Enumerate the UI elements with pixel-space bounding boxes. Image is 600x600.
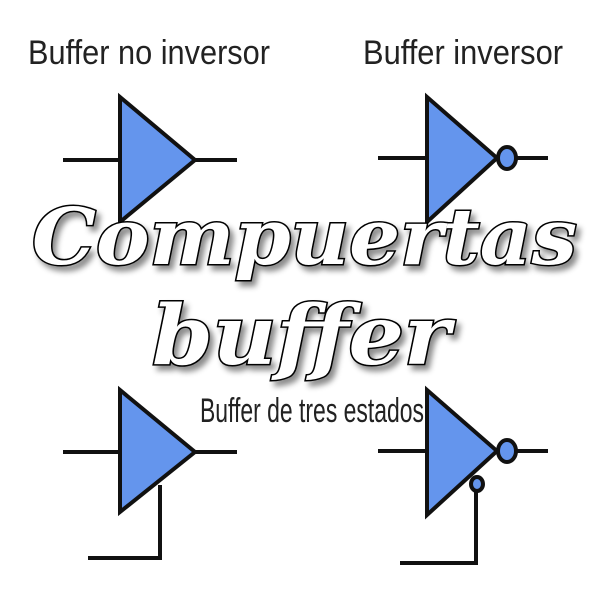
label-buffer-no-inversor: Buffer no inversor <box>28 34 270 72</box>
label-buffer-inversor: Buffer inversor <box>363 34 563 72</box>
tristate-buffer-symbol <box>63 385 237 560</box>
title-line-2: buffer <box>152 288 456 384</box>
non-inverting-buffer-symbol <box>63 92 237 227</box>
label-buffer-tres-estados: Buffer de tres estados <box>200 392 424 430</box>
title-line-1: Compuertas <box>32 192 577 283</box>
inverting-buffer-symbol <box>378 92 548 227</box>
tristate-inverting-buffer-symbol <box>378 385 548 565</box>
